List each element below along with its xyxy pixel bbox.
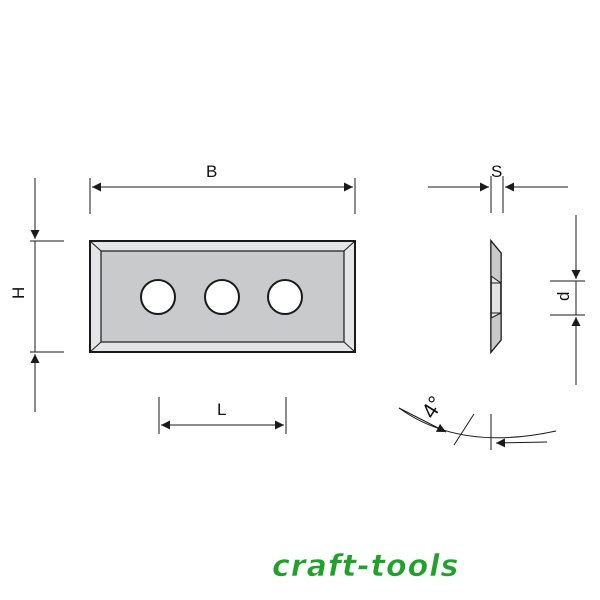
dimension-l-label: L bbox=[217, 400, 226, 419]
insert-side-view bbox=[490, 238, 502, 355]
dimension-h bbox=[30, 178, 64, 412]
dimension-s bbox=[428, 176, 568, 213]
mounting-hole-3 bbox=[267, 279, 303, 315]
brand-logo: craft-tools bbox=[272, 549, 459, 584]
side-profile-lower bbox=[490, 312, 502, 354]
mounting-hole-2 bbox=[204, 279, 240, 315]
side-profile-upper bbox=[490, 239, 502, 284]
mounting-hole-1 bbox=[140, 279, 176, 315]
dimension-d-label: d bbox=[554, 292, 573, 301]
dimension-b-label: B bbox=[206, 162, 217, 181]
insert-front-view bbox=[89, 240, 356, 353]
dimension-h-label: H bbox=[9, 287, 28, 299]
dimension-b bbox=[89, 178, 356, 214]
angle-dimension bbox=[398, 407, 557, 450]
dimension-d bbox=[550, 215, 585, 385]
dimension-s-label: S bbox=[491, 162, 502, 181]
angle-label: 4° bbox=[416, 391, 448, 422]
dimension-l bbox=[158, 397, 287, 434]
